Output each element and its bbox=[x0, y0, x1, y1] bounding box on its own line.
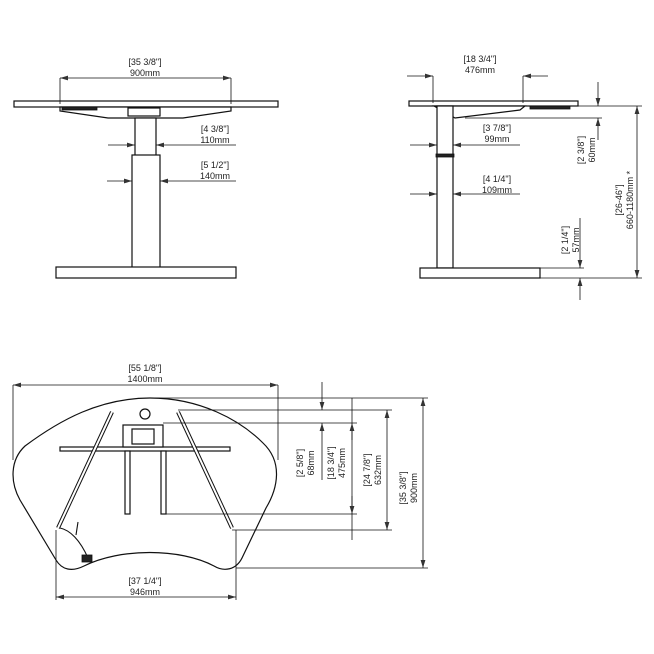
dim-inch: [4 3/8"] bbox=[201, 124, 229, 134]
dim-inch: [35 3/8"] bbox=[128, 57, 161, 67]
upper-column bbox=[134, 117, 157, 157]
dim-mm: 1400mm bbox=[127, 374, 162, 384]
dim-mm: 68mm bbox=[306, 450, 316, 475]
dim-inch: [24 7/8"] bbox=[362, 453, 372, 486]
dim-mm: 660-1180mm * bbox=[625, 170, 635, 229]
dim-mm: 900mm bbox=[130, 68, 160, 78]
dim-mm: 946mm bbox=[130, 587, 160, 597]
cable-hole bbox=[139, 408, 151, 420]
power-plug bbox=[81, 554, 93, 563]
column-mount bbox=[127, 107, 161, 117]
dim-inch: [37 1/4"] bbox=[128, 576, 161, 586]
column-top bbox=[131, 428, 155, 445]
dim-inch: [5 1/2"] bbox=[201, 160, 229, 170]
desktop-front bbox=[13, 100, 279, 108]
side-view: [18 3/4"] 476mm [3 7/8"] 99mm [4 1/4"] 1… bbox=[407, 54, 642, 300]
dim-inch: [18 3/4"] bbox=[326, 446, 336, 479]
dim-mm: 99mm bbox=[484, 134, 509, 144]
front-view: [35 3/8"] 900mm [4 3/8"] 110mm [5 1/2"] … bbox=[13, 57, 279, 279]
control-box bbox=[529, 105, 571, 110]
dim-inch: [55 1/8"] bbox=[128, 363, 161, 373]
desktop-outline bbox=[12, 397, 278, 570]
side-rail-left bbox=[124, 450, 131, 515]
dim-inch: [4 1/4"] bbox=[483, 174, 511, 184]
dim-mm: 109mm bbox=[482, 185, 512, 195]
side-rail-right bbox=[160, 450, 167, 515]
dim-mm: 60mm bbox=[587, 137, 597, 162]
dim-inch: [2 3/8"] bbox=[576, 136, 586, 164]
dim-mm: 632mm bbox=[373, 455, 383, 485]
dim-mm: 476mm bbox=[465, 65, 495, 75]
dim-mm: 110mm bbox=[200, 135, 229, 145]
column bbox=[436, 105, 454, 269]
base-foot bbox=[419, 267, 541, 279]
dim-inch: [3 7/8"] bbox=[483, 123, 511, 133]
plan-view: [55 1/8"] 1400mm [37 1/4"] 946mm [2 5/8"… bbox=[12, 363, 428, 600]
base-foot bbox=[55, 266, 237, 279]
column-sleeve bbox=[435, 153, 455, 158]
power-cable bbox=[59, 521, 89, 559]
dim-inch: [18 3/4"] bbox=[463, 54, 496, 64]
lower-column bbox=[131, 154, 161, 269]
desktop-side bbox=[408, 100, 579, 107]
dim-mm: 475mm bbox=[337, 448, 347, 478]
dim-mm: 140mm bbox=[200, 171, 230, 181]
control-box bbox=[61, 106, 98, 111]
dim-inch: [2 1/4"] bbox=[560, 226, 570, 254]
cross-rail bbox=[59, 446, 231, 452]
dim-mm: 900mm bbox=[409, 473, 419, 503]
dim-inch: [26-46"] bbox=[614, 184, 624, 215]
dim-mm: 57mm bbox=[571, 227, 581, 252]
dim-inch: [2 5/8"] bbox=[295, 449, 305, 477]
dim-inch: [35 3/8"] bbox=[398, 471, 408, 504]
